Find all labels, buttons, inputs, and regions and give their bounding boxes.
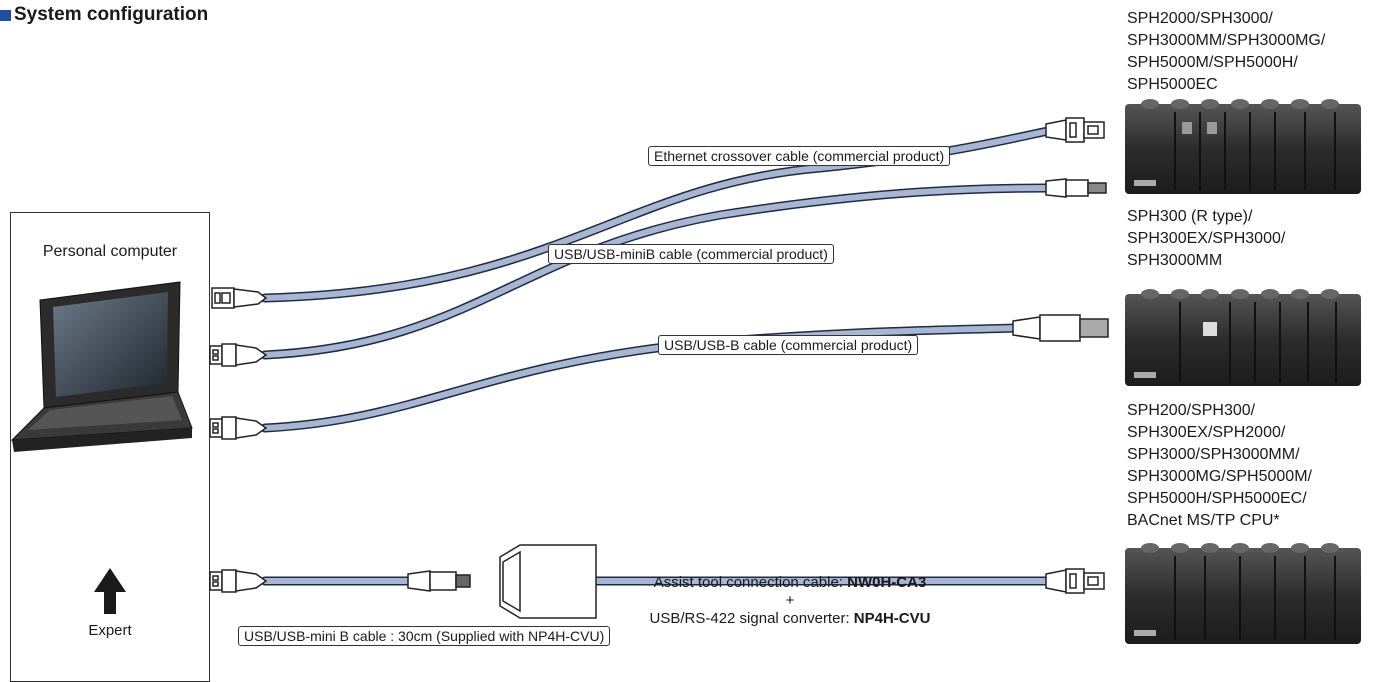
plc-unit-1: [1125, 99, 1361, 194]
usb-a-connector-icon: [209, 416, 268, 440]
ethernet-cable: [260, 126, 1053, 303]
usb-minib-connector-icon: [1045, 178, 1107, 198]
usb-b-cable-label: USB/USB-B cable (commercial product): [658, 335, 919, 355]
rj45-connector-icon: [1045, 117, 1105, 143]
pc-label: Personal computer: [42, 243, 178, 260]
plc-unit-2: [1125, 289, 1361, 386]
ethernet-cable-label: Ethernet crossover cable (commercial pro…: [648, 146, 951, 166]
title-square-icon: [0, 9, 11, 21]
laptop-icon: [10, 281, 193, 452]
usb-minib-connector-icon: [407, 570, 471, 592]
usb-minib-cable: [260, 183, 1053, 360]
assist-tool-text: Assist tool connection cable: NW0H-CA3 +…: [530, 574, 1050, 628]
plc-unit-3: [1125, 543, 1361, 644]
diagram-canvas: [10, 99, 1361, 644]
plc-group-1-text: SPH2000/SPH3000/ SPH3000MM/SPH3000MG/ SP…: [1127, 10, 1326, 93]
plc-group-2-text: SPH300 (R type)/ SPH300EX/SPH3000/ SPH30…: [1127, 208, 1286, 269]
assist-cable-model: NW0H-CA3: [847, 574, 927, 591]
usb-a-connector-icon: [209, 343, 268, 367]
converter-prefix: USB/RS-422 signal converter:: [649, 610, 854, 627]
rj45-connector-icon: [1045, 568, 1105, 594]
usb-a-connector-icon: [209, 569, 268, 593]
expert-label: Expert: [88, 622, 132, 639]
title-text: System configuration: [14, 4, 209, 25]
usb-b-connector-icon: [1012, 314, 1109, 342]
assist-cable-prefix: Assist tool connection cable:: [653, 574, 848, 591]
usb-minib-cable-label: USB/USB-miniB cable (commercial product): [548, 244, 834, 264]
usb-mini-short-cable-label: USB/USB-mini B cable : 30cm (Supplied wi…: [238, 626, 611, 646]
page-title: System configuration: [0, 4, 208, 26]
up-arrow-icon: [94, 568, 126, 614]
assist-plus: +: [785, 592, 795, 609]
signal-converter-icon: [499, 544, 597, 619]
converter-model: NP4H-CVU: [853, 610, 931, 627]
plc-group-3-text: SPH200/SPH300/ SPH300EX/SPH2000/ SPH3000…: [1127, 402, 1312, 529]
rj45-connector-icon: [211, 287, 268, 309]
